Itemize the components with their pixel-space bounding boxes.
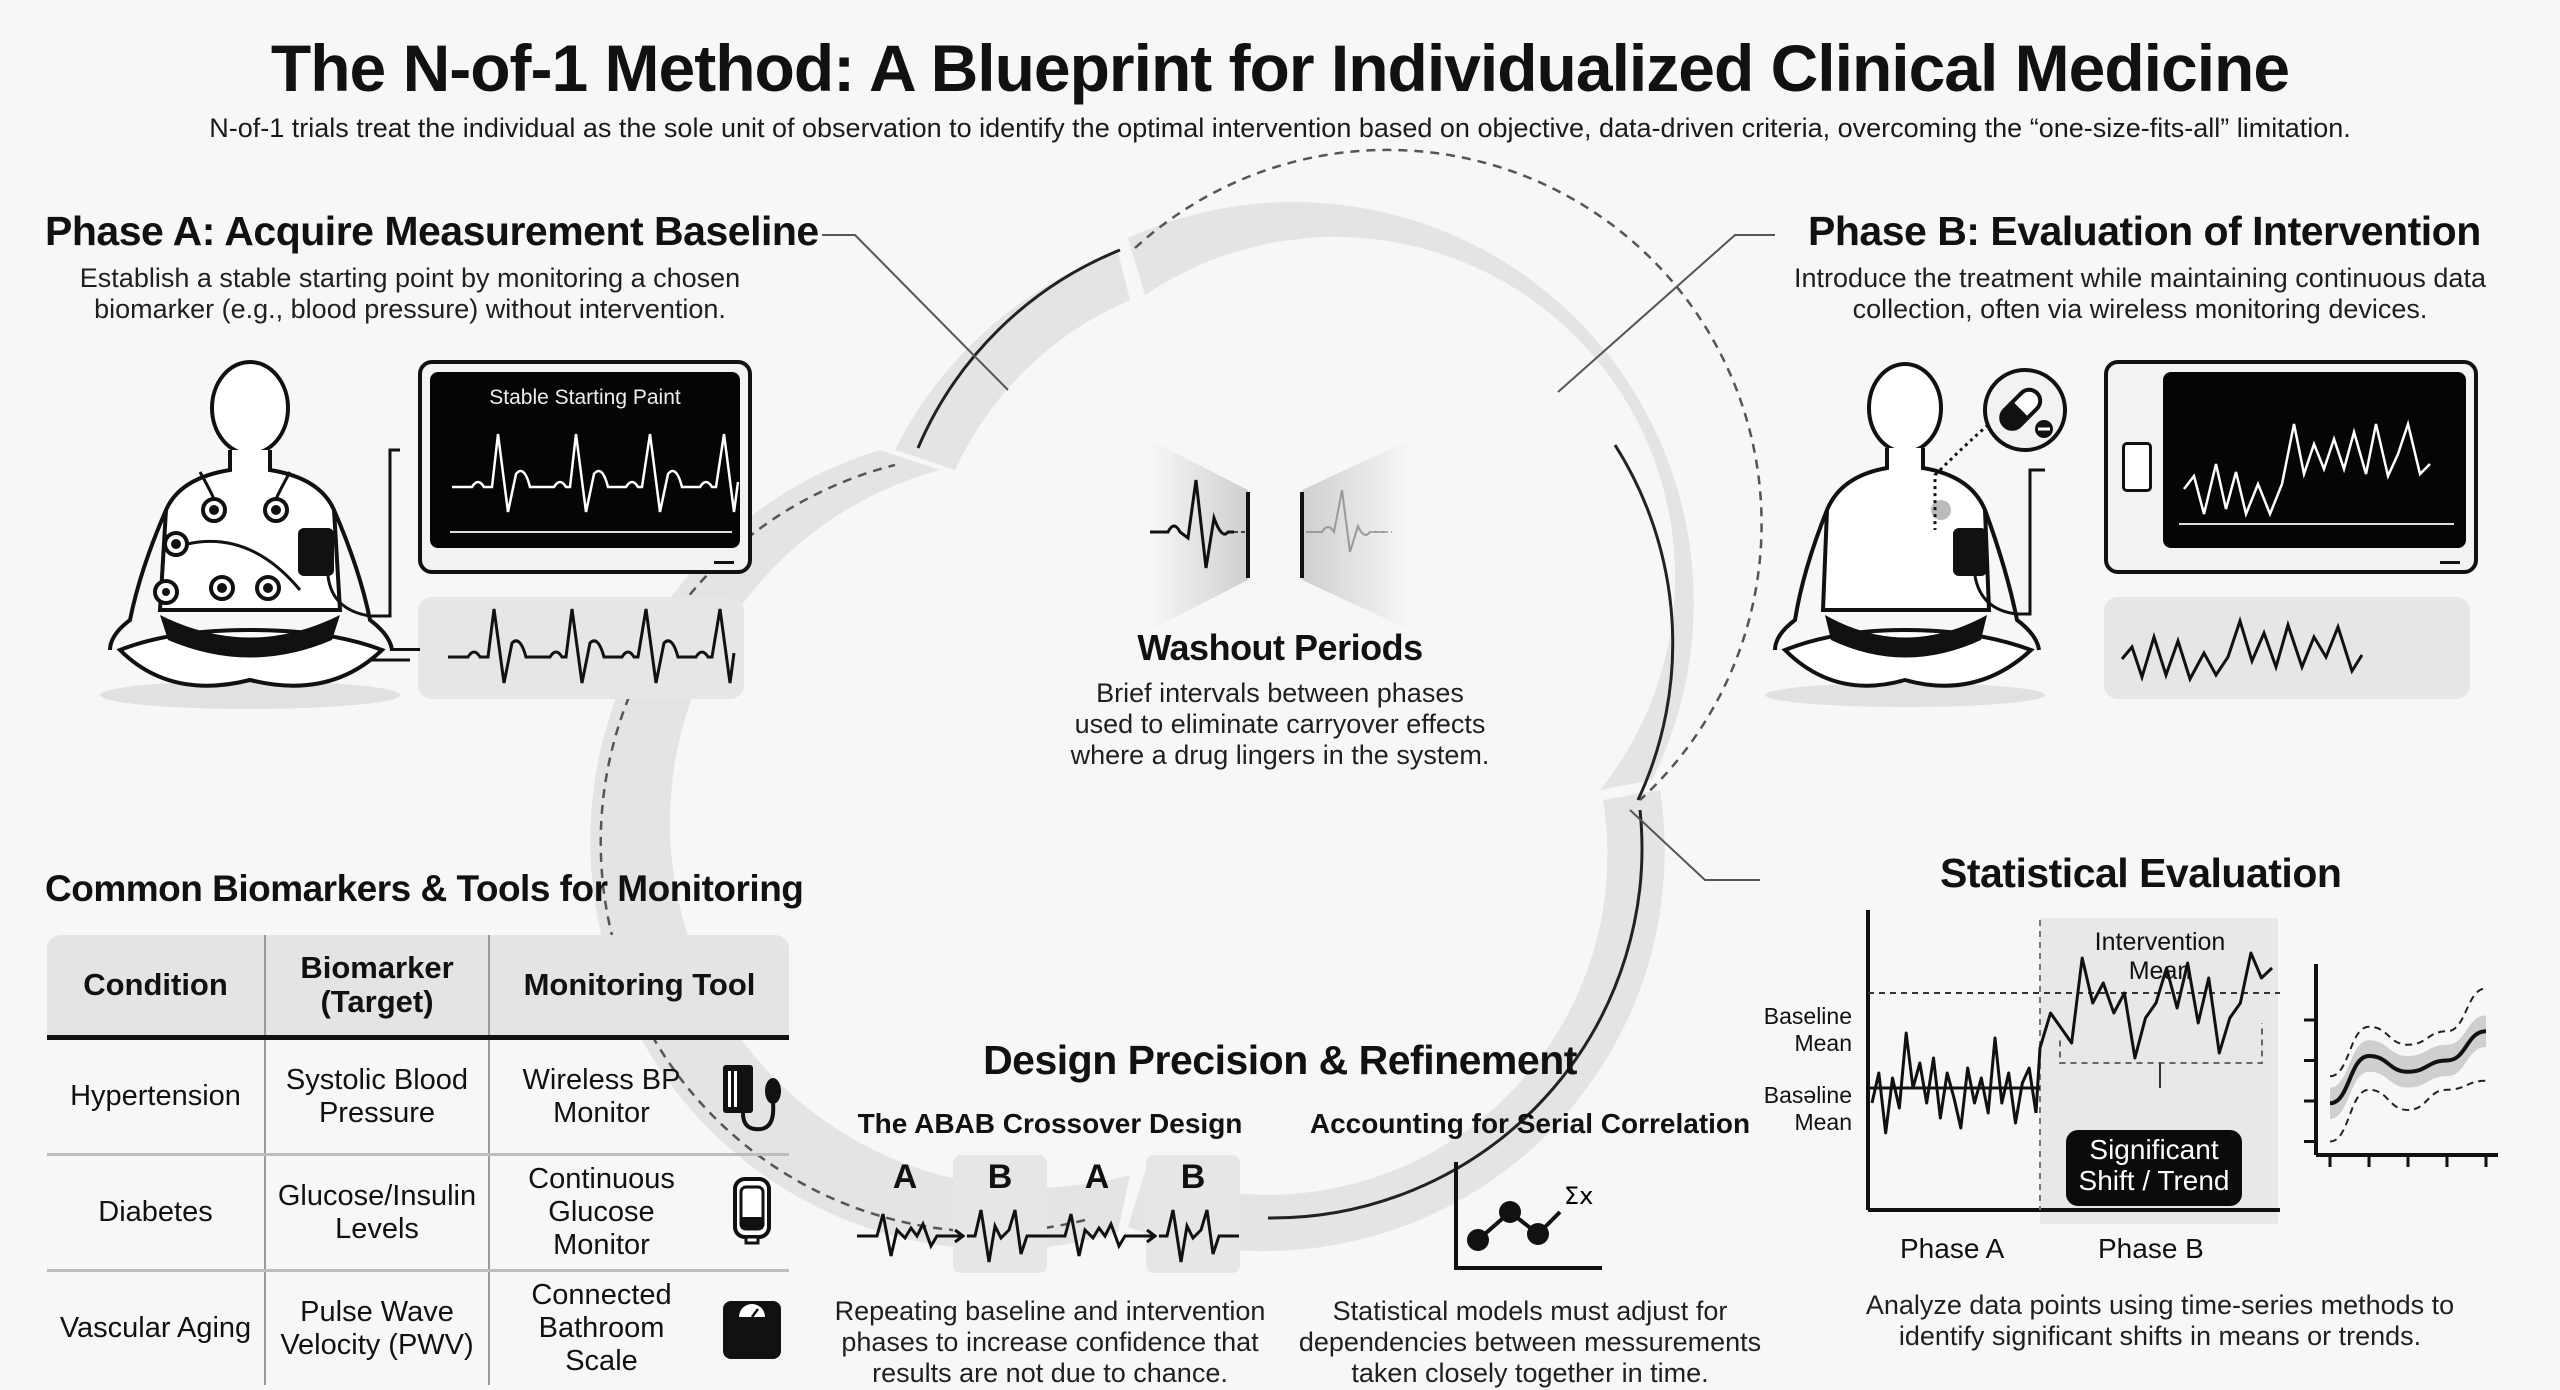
abab-phase-label: A — [892, 1158, 918, 1196]
abab-b-highlight — [953, 1155, 1047, 1273]
serial-desc-line: Statistical models must adjust for — [1332, 1296, 1728, 1326]
stat-desc-line: Analyze data points using time-series me… — [1865, 1290, 2455, 1320]
ring-line-right — [1613, 444, 1675, 801]
ecg-waveform-black — [448, 608, 736, 684]
phase-a-title: Phase A: Acquire Measurement Baseline — [45, 208, 819, 254]
washout-description: Brief intervals between phases used to e… — [1000, 678, 1560, 771]
upper-bound-line — [2329, 987, 2487, 1078]
phase-a-description: Establish a stable starting point by mon… — [20, 263, 800, 325]
serial-title: Accounting for Serial Correlation — [1309, 1108, 1751, 1139]
ring-segment-top-left — [895, 252, 1130, 470]
table-title: Common Biomarkers & Tools for Monitoring — [45, 868, 804, 909]
shift-bracket — [2059, 1023, 2263, 1064]
bathroom-scale-icon — [723, 1300, 781, 1359]
phase-b-description: Introduce the treatment while maintainin… — [1740, 263, 2540, 325]
blood-pressure-cuff-icon — [723, 1064, 781, 1131]
ring-line-bottom-right — [1267, 809, 1644, 1220]
meditating-person-with-sensor-icon — [1765, 362, 2045, 707]
serial-desc-line: dependencies between messurements — [1298, 1327, 1762, 1357]
irregular-waveform-black — [2120, 616, 2364, 683]
abab-b-highlight — [1146, 1155, 1240, 1273]
x-label-phase-a: Phase A — [1900, 1233, 2005, 1264]
abab-title: The ABAB Crossover Design — [857, 1108, 1243, 1139]
leader-line-phase-b — [1557, 234, 1775, 393]
ecg-waveform-white — [450, 433, 740, 533]
phase-a-desc-line: biomarker (e.g., blood pressure) without… — [94, 294, 726, 324]
stat-desc-line: identify significant shifts in means or … — [1898, 1321, 2422, 1351]
abab-description: Repeating baseline and intervention phas… — [810, 1296, 1290, 1389]
glucose-monitor-icon — [733, 1176, 771, 1244]
phase-a-desc-line: Establish a stable starting point by mon… — [79, 263, 741, 293]
abab-waveform — [857, 1209, 1239, 1263]
statistical-description: Analyze data points using time-series me… — [1780, 1290, 2540, 1352]
table-header-row: Condition Biomarker(Target) Monitoring T… — [47, 935, 789, 1040]
ring-segment-top-right — [1128, 202, 1694, 791]
washout-line: used to eliminate carryover effects — [1074, 709, 1486, 739]
device-button — [2122, 442, 2152, 492]
washout-icon — [1150, 440, 1410, 630]
confidence-band — [2330, 1015, 2486, 1119]
header-monitoring-tool: Monitoring Tool — [488, 935, 789, 1040]
washout-title: Washout Periods — [1137, 627, 1423, 668]
phase-a-waveform-card — [418, 597, 744, 699]
phase-b-monitor — [2104, 360, 2478, 574]
abab-phase-label: A — [1084, 1158, 1110, 1196]
phase-b-waveform-card — [2104, 597, 2470, 699]
biomarkers-table: Condition Biomarker(Target) Monitoring T… — [47, 935, 789, 1385]
design-title: Design Precision & Refinement — [983, 1037, 1577, 1083]
ring-segment-bottom-right — [1128, 790, 1665, 1252]
irregular-waveform-white — [2179, 419, 2454, 525]
monitor-label: Stable Starting Paint — [489, 386, 681, 409]
lower-bound-line — [2329, 1079, 2487, 1143]
leader-line-phase-a — [822, 234, 1009, 391]
serial-correlation-icon: Σx — [1454, 1162, 1602, 1270]
time-series-chart — [1866, 910, 2280, 1212]
series-phase-a — [1870, 1031, 2038, 1135]
leader-line-statistical — [1629, 809, 1760, 881]
header-condition: Condition — [47, 935, 265, 1040]
cable — [390, 648, 420, 651]
abab-phase-label: B — [987, 1158, 1013, 1196]
pill-capsule-icon — [1933, 368, 2067, 530]
phase-b-title: Phase B: Evaluation of Intervention — [1808, 208, 2481, 254]
abab-desc-line: results are not due to chance. — [872, 1358, 1228, 1388]
cell-condition: Hypertension — [70, 1080, 241, 1112]
abab-phase-label: B — [1180, 1158, 1206, 1196]
phase-a-monitor: Stable Starting Paint — [418, 360, 752, 574]
cell-condition: Diabetes — [47, 1153, 265, 1271]
washout-line: where a drug lingers in the system. — [1070, 740, 1490, 770]
phase-b-desc-line: collection, often via wireless monitorin… — [1852, 294, 2428, 324]
series-phase-b — [2034, 951, 2274, 1114]
sigma-x-label: Σx — [1564, 1182, 1593, 1210]
ring-line-top-left — [916, 248, 1121, 449]
washout-line: Brief intervals between phases — [1096, 678, 1464, 708]
cell-condition: Vascular Aging — [47, 1269, 265, 1385]
page-title: The N-of-1 Method: A Blueprint for Indiv… — [270, 31, 2290, 105]
abab-desc-line: phases to increase confidence that — [841, 1327, 1259, 1357]
page-subtitle: N-of-1 trials treat the individual as th… — [209, 113, 2351, 143]
abab-desc-line: Repeating baseline and intervention — [834, 1296, 1266, 1326]
serial-description: Statistical models must adjust for depen… — [1280, 1296, 1780, 1389]
phase-b-desc-line: Introduce the treatment while maintainin… — [1794, 263, 2486, 293]
meditating-person-with-electrodes-icon — [100, 360, 410, 709]
trend-line — [2329, 1029, 2487, 1106]
header-biomarker: Biomarker(Target) — [264, 935, 489, 1040]
x-label-phase-b: Phase B — [2098, 1233, 2204, 1264]
statistical-title: Statistical Evaluation — [1940, 850, 2342, 896]
serial-desc-line: taken closely together in time. — [1351, 1358, 1709, 1388]
trend-confidence-chart — [2304, 964, 2498, 1167]
